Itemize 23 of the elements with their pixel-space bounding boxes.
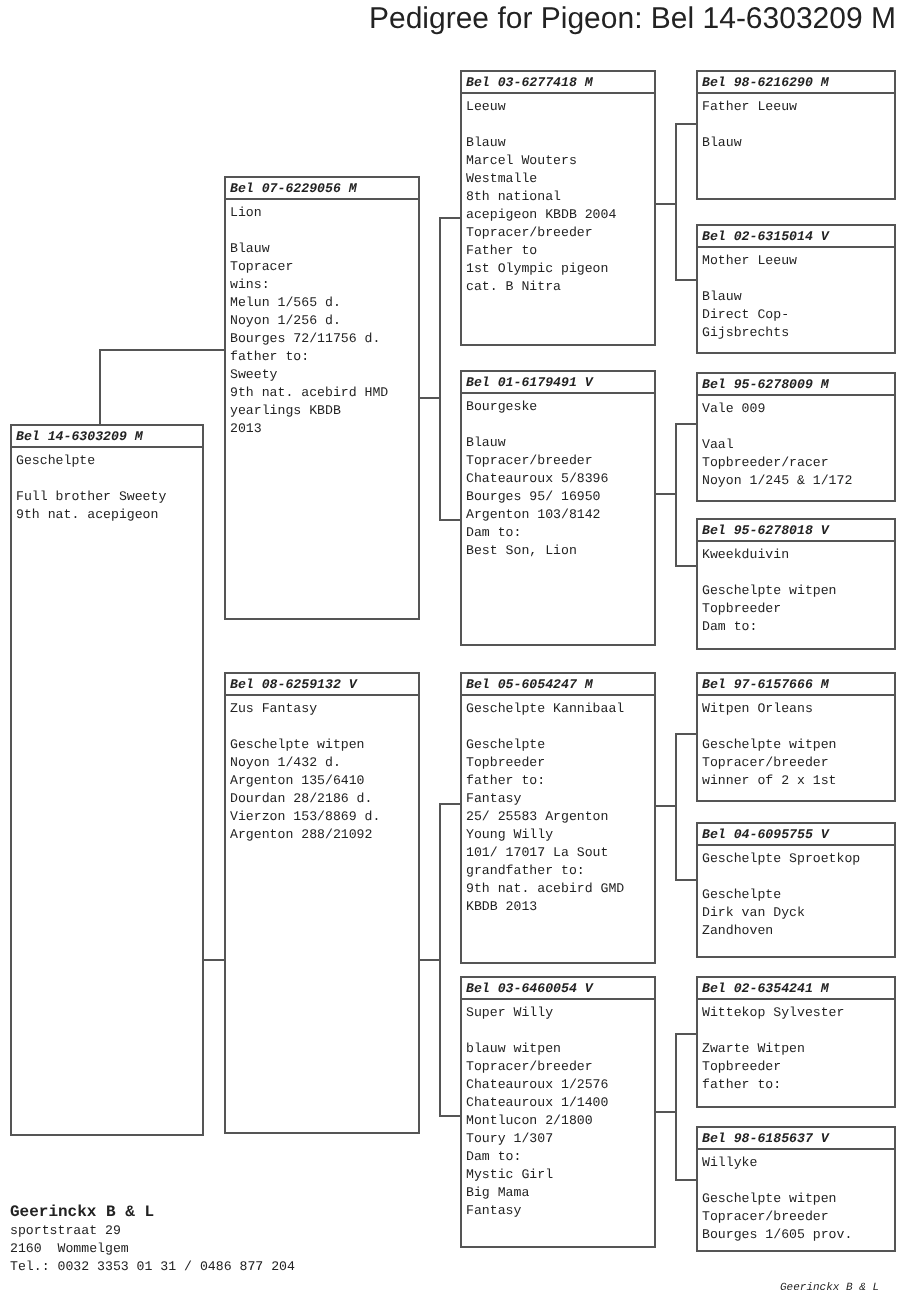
pedigree-card xyxy=(696,822,896,958)
connector-line xyxy=(99,349,225,425)
pedigree-card xyxy=(224,176,420,620)
pedigree-card xyxy=(696,70,896,200)
connector-line xyxy=(203,959,225,961)
connector-line xyxy=(655,1111,697,1181)
connector-line xyxy=(655,805,697,881)
pedigree-card xyxy=(460,70,656,346)
pedigree-card xyxy=(696,1126,896,1252)
pedigree-card xyxy=(696,372,896,502)
pedigree-card xyxy=(696,224,896,354)
pedigree-card xyxy=(460,672,656,964)
address-line: Geerinckx B & L xyxy=(10,1204,155,1222)
pedigree-card xyxy=(460,370,656,646)
pedigree-card xyxy=(224,672,420,1134)
connector-line xyxy=(655,493,697,567)
pedigree-card xyxy=(696,672,896,802)
pedigree-card xyxy=(460,976,656,1248)
pedigree-card xyxy=(696,976,896,1108)
page-title: Pedigree for Pigeon: Bel 14-6303209 M xyxy=(368,2,896,36)
connector-line xyxy=(419,397,461,521)
pedigree-card xyxy=(696,518,896,650)
pedigree-card xyxy=(10,424,204,1136)
